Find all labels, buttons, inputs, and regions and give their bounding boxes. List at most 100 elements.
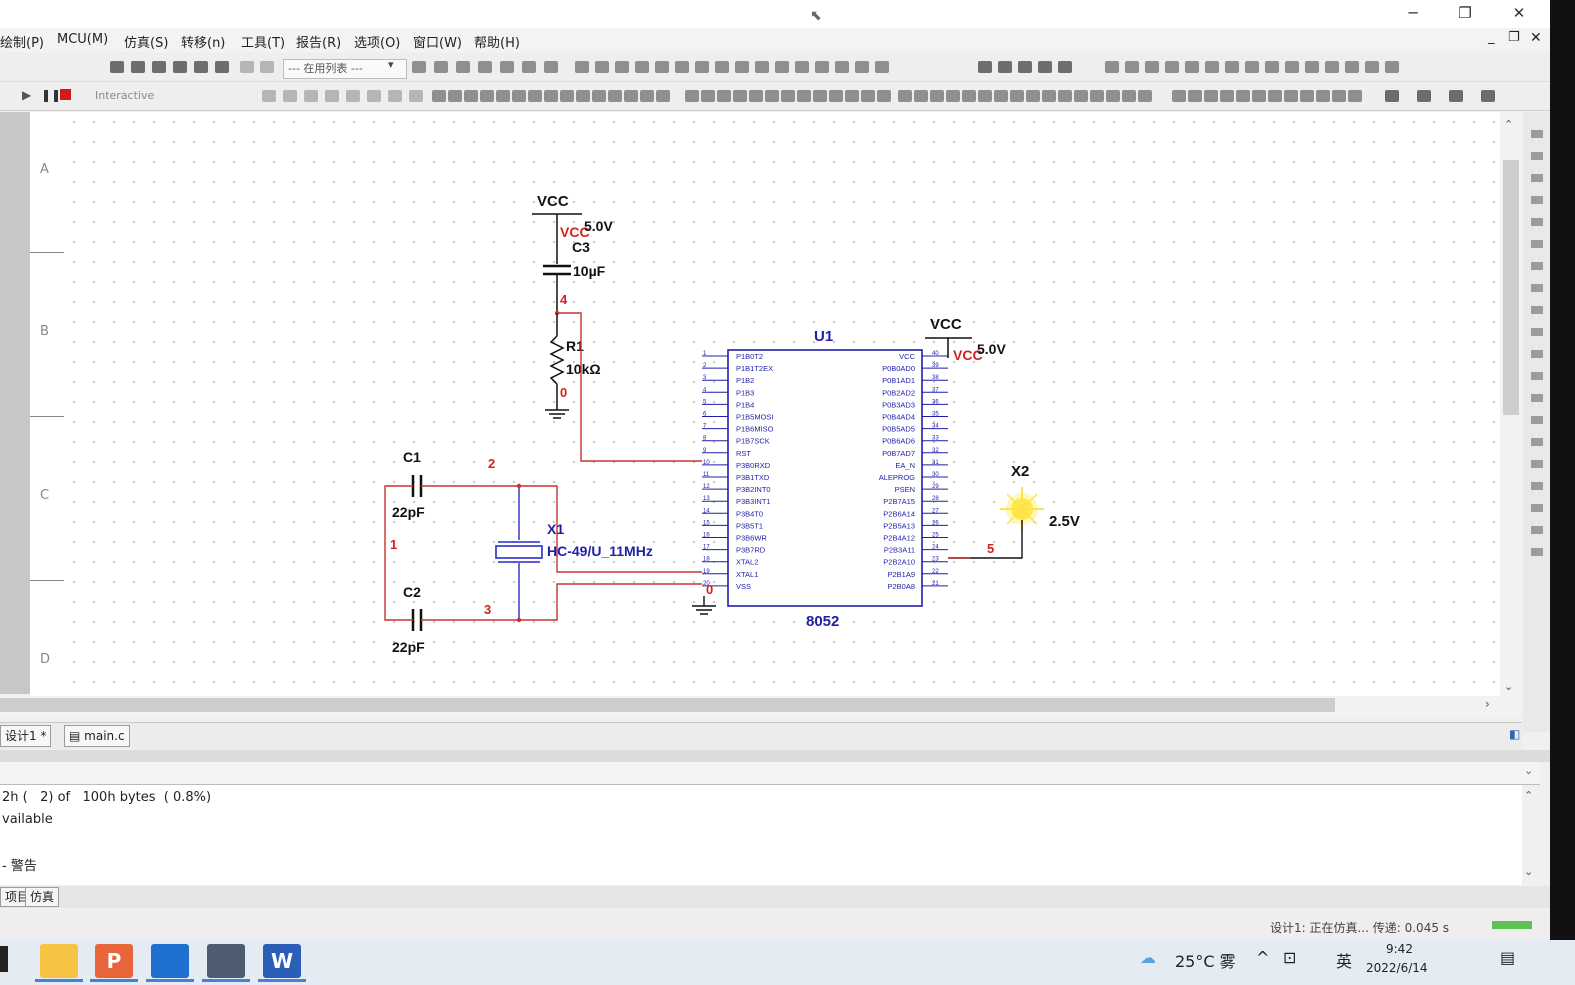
tab-main-c[interactable]: ▤ main.c — [64, 725, 130, 747]
tool-place-button-3[interactable] — [478, 61, 492, 73]
tool-analysis-button-10[interactable] — [845, 90, 859, 102]
menu-item-4[interactable]: 工具(T) — [241, 36, 286, 51]
tool-file-button-4[interactable] — [194, 61, 208, 73]
powerpoint-icon[interactable]: P — [95, 944, 133, 978]
tool-layout-button-2[interactable] — [1449, 90, 1463, 102]
tool-mcu-button-3[interactable] — [480, 90, 494, 102]
tool-instrument-button-2[interactable] — [1145, 61, 1159, 73]
tool-zoom-button-4[interactable] — [1058, 61, 1072, 73]
collapse-icon[interactable]: ⌄ — [1524, 764, 1534, 777]
instrument-icon-4[interactable] — [1531, 218, 1543, 226]
scroll-up-icon[interactable]: ⌃ — [1504, 118, 1514, 131]
tool-mcu-button-14[interactable] — [656, 90, 670, 102]
tool-zoom-button-1[interactable] — [998, 61, 1012, 73]
tool-place-button-5[interactable] — [522, 61, 536, 73]
menu-item-2[interactable]: 仿真(S) — [124, 36, 169, 51]
tool-file-button-2[interactable] — [152, 61, 166, 73]
instrument-icon-13[interactable] — [1531, 416, 1543, 424]
tool-zoom-button-0[interactable] — [978, 61, 992, 73]
file-explorer-icon[interactable] — [40, 944, 78, 978]
tool-instrument-button-13[interactable] — [1365, 61, 1379, 73]
tool-probe-button-6[interactable] — [388, 90, 402, 102]
word-icon[interactable]: W — [263, 944, 301, 978]
tool-instrument-button-4[interactable] — [1185, 61, 1199, 73]
minimize-button[interactable]: ─ — [1408, 4, 1418, 22]
tool-component-button-9[interactable] — [755, 61, 769, 73]
instrument-icon-14[interactable] — [1531, 438, 1543, 446]
tool-misc-button-11[interactable] — [1348, 90, 1362, 102]
tool-component-button-1[interactable] — [595, 61, 609, 73]
instrument-icon-10[interactable] — [1531, 350, 1543, 358]
tool-view-button-11[interactable] — [1074, 90, 1088, 102]
tool-analysis-button-4[interactable] — [749, 90, 763, 102]
tool-place-button-4[interactable] — [500, 61, 514, 73]
tool-probe-button-4[interactable] — [346, 90, 360, 102]
tool-analysis-button-3[interactable] — [733, 90, 747, 102]
tool-misc-button-6[interactable] — [1268, 90, 1282, 102]
menu-item-3[interactable]: 转移(n) — [181, 36, 226, 51]
tool-view-button-9[interactable] — [1042, 90, 1056, 102]
instrument-icon-8[interactable] — [1531, 306, 1543, 314]
instrument-icon-15[interactable] — [1531, 460, 1543, 468]
tool-analysis-button-12[interactable] — [877, 90, 891, 102]
in-use-list-select[interactable]: --- 在用列表 --- — [283, 59, 407, 79]
tool-view-button-5[interactable] — [978, 90, 992, 102]
pause-icon[interactable]: ❚❚ — [41, 88, 62, 102]
tool-mcu-button-4[interactable] — [496, 90, 510, 102]
network-icon[interactable]: ⊡ — [1283, 948, 1297, 967]
pin-icon[interactable]: ◧ — [1509, 727, 1521, 741]
tool-mcu-button-13[interactable] — [640, 90, 654, 102]
instrument-icon-3[interactable] — [1531, 196, 1543, 204]
output-scroll-up-icon[interactable]: ⌃ — [1524, 789, 1534, 802]
tool-instrument-button-3[interactable] — [1165, 61, 1179, 73]
tool-instrument-button-8[interactable] — [1265, 61, 1279, 73]
tool-misc-button-0[interactable] — [1172, 90, 1186, 102]
tool-mcu-button-0[interactable] — [432, 90, 446, 102]
ime-indicator[interactable]: 英 — [1336, 952, 1353, 971]
menu-item-5[interactable]: 报告(R) — [296, 36, 342, 51]
tool-component-button-0[interactable] — [575, 61, 589, 73]
tool-zoom-button-3[interactable] — [1038, 61, 1052, 73]
tool-instrument-button-10[interactable] — [1305, 61, 1319, 73]
tool-view-button-10[interactable] — [1058, 90, 1072, 102]
tool-component-button-8[interactable] — [735, 61, 749, 73]
tool-edit-button-0[interactable] — [240, 61, 254, 73]
tool-probe-button-3[interactable] — [325, 90, 339, 102]
tool-instrument-button-12[interactable] — [1345, 61, 1359, 73]
tool-view-button-15[interactable] — [1138, 90, 1152, 102]
menu-item-0[interactable]: 绘制(P) — [0, 36, 44, 51]
tool-instrument-button-9[interactable] — [1285, 61, 1299, 73]
tool-analysis-button-1[interactable] — [701, 90, 715, 102]
tool-analysis-button-11[interactable] — [861, 90, 875, 102]
tool-component-button-12[interactable] — [815, 61, 829, 73]
tool-component-button-13[interactable] — [835, 61, 849, 73]
tool-view-button-3[interactable] — [946, 90, 960, 102]
tool-place-button-1[interactable] — [434, 61, 448, 73]
stop-icon[interactable] — [60, 89, 71, 100]
tool-analysis-button-0[interactable] — [685, 90, 699, 102]
tool-component-button-5[interactable] — [675, 61, 689, 73]
tool-view-button-0[interactable] — [898, 90, 912, 102]
splitter[interactable] — [0, 750, 1550, 762]
tool-file-button-3[interactable] — [173, 61, 187, 73]
tool-mcu-button-10[interactable] — [592, 90, 606, 102]
tool-component-button-3[interactable] — [635, 61, 649, 73]
tool-place-button-2[interactable] — [456, 61, 470, 73]
close-button[interactable]: ✕ — [1512, 4, 1526, 22]
tool-misc-button-1[interactable] — [1188, 90, 1202, 102]
tool-analysis-button-7[interactable] — [797, 90, 811, 102]
output-scroll-down-icon[interactable]: ⌄ — [1524, 865, 1534, 878]
menu-item-8[interactable]: 帮助(H) — [474, 36, 520, 51]
tool-instrument-button-7[interactable] — [1245, 61, 1259, 73]
weather-text[interactable]: 25°C 雾 — [1175, 952, 1236, 971]
mdi-close-button[interactable]: ✕ — [1530, 30, 1542, 46]
tool-view-button-2[interactable] — [930, 90, 944, 102]
start-icon[interactable] — [0, 946, 8, 972]
tool-view-button-7[interactable] — [1010, 90, 1024, 102]
tool-place-button-0[interactable] — [412, 61, 426, 73]
instrument-icon-5[interactable] — [1531, 240, 1543, 248]
instrument-icon-7[interactable] — [1531, 284, 1543, 292]
tab-design[interactable]: 设计1 * — [0, 725, 52, 747]
tool-instrument-button-14[interactable] — [1385, 61, 1399, 73]
tool-mcu-button-5[interactable] — [512, 90, 526, 102]
